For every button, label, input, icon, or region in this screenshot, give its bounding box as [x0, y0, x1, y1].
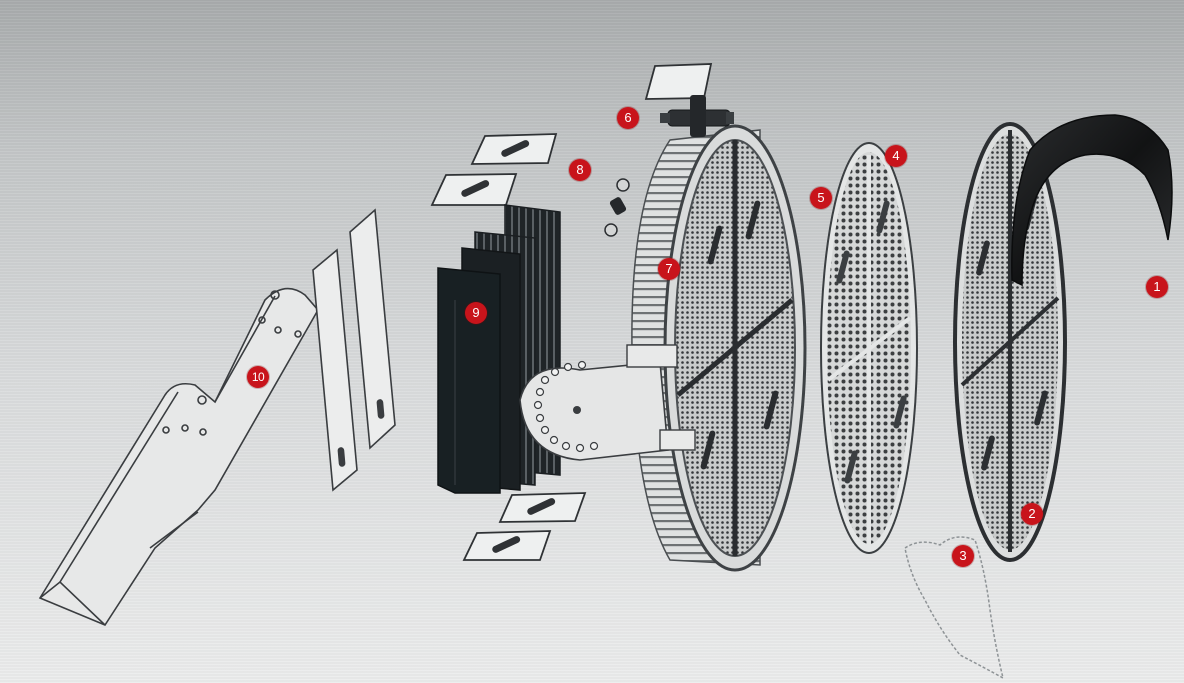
gasket-ring	[904, 536, 1005, 680]
callout-1: 1	[1146, 276, 1168, 298]
black-shade-cover	[1011, 114, 1173, 287]
callout-2: 2	[1021, 503, 1043, 525]
finned-housing	[519, 124, 807, 572]
callout-4: 4	[885, 145, 907, 167]
callout-10: 10	[247, 366, 269, 388]
driver-heat-sinks	[437, 204, 561, 494]
screws	[604, 178, 630, 237]
callout-5: 5	[810, 187, 832, 209]
small-gaskets	[430, 63, 713, 561]
front-glass-lens	[953, 122, 1067, 562]
callout-9: 9	[465, 302, 487, 324]
cable-gland	[660, 95, 734, 137]
mounting-strips	[312, 208, 396, 492]
callout-3: 3	[952, 545, 974, 567]
mounting-bracket	[38, 287, 319, 626]
callout-8: 8	[569, 159, 591, 181]
callout-6: 6	[617, 107, 639, 129]
callout-7: 7	[658, 258, 680, 280]
reflector-plate	[820, 142, 918, 554]
